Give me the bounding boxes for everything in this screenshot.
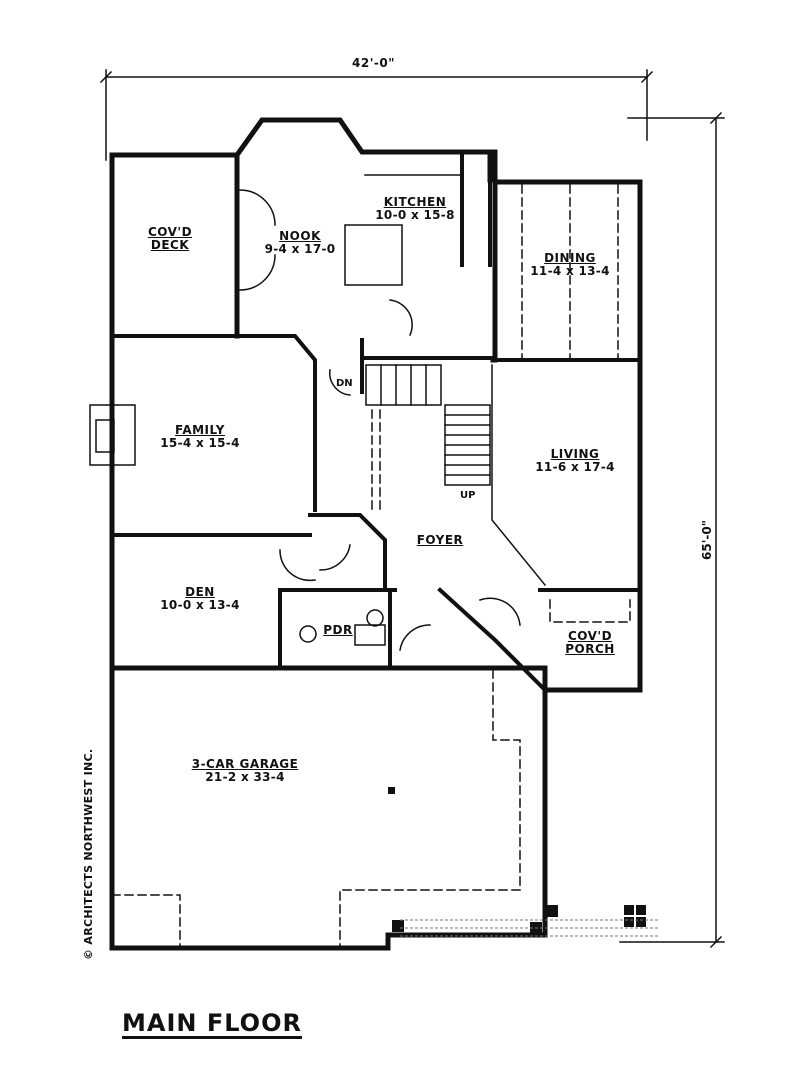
room-name: DINING <box>544 251 596 265</box>
depth-dimension-line <box>619 111 725 949</box>
room-pdr: PDR <box>318 624 358 637</box>
fixtures-and-stairs <box>89 174 547 646</box>
width-dimension-line <box>99 69 654 161</box>
room-den: DEN 10-0 x 13-4 <box>150 586 250 611</box>
room-dims: 11-6 x 17-4 <box>535 459 615 474</box>
room-name: LIVING <box>550 447 600 461</box>
room-covd-porch: COV'D PORCH <box>555 630 625 655</box>
drawing-title: MAIN FLOOR <box>122 1009 302 1039</box>
room-name: FOYER <box>416 533 464 547</box>
room-name: 3-CAR GARAGE <box>191 757 299 771</box>
porch-posts <box>388 787 646 934</box>
room-name: DEN <box>185 585 215 599</box>
room-garage: 3-CAR GARAGE 21-2 x 33-4 <box>175 758 315 783</box>
room-name: KITCHEN <box>383 195 447 209</box>
overall-depth-label: 65'-0" <box>700 520 714 560</box>
room-nook: NOOK 9-4 x 17-0 <box>255 230 345 255</box>
room-kitchen: KITCHEN 10-0 x 15-8 <box>370 196 460 221</box>
room-dims: 15-4 x 15-4 <box>160 435 240 450</box>
stair-down-label: DN <box>336 378 353 389</box>
room-family: FAMILY 15-4 x 15-4 <box>150 424 250 449</box>
room-dining: DINING 11-4 x 13-4 <box>520 252 620 277</box>
copyright-text: © ARCHITECTS NORTHWEST INC. <box>82 748 95 960</box>
room-living: LIVING 11-6 x 17-4 <box>525 448 625 473</box>
room-name: COV'D PORCH <box>565 629 615 656</box>
room-dims: 11-4 x 13-4 <box>530 263 610 278</box>
room-name: NOOK <box>279 229 321 243</box>
room-covd-deck: COV'D DECK <box>135 226 205 251</box>
room-dims: 10-0 x 15-8 <box>375 207 455 222</box>
door-swings <box>239 189 521 651</box>
room-name: FAMILY <box>175 423 225 437</box>
room-foyer: FOYER <box>410 534 470 547</box>
room-dims: 21-2 x 33-4 <box>205 769 285 784</box>
interior-walls <box>110 150 642 693</box>
room-dims: 9-4 x 17-0 <box>264 241 336 256</box>
stair-up-label: UP <box>460 490 476 501</box>
room-name: COV'D DECK <box>147 225 193 252</box>
trellis <box>400 919 660 937</box>
room-name: PDR <box>323 623 353 637</box>
room-dims: 10-0 x 13-4 <box>160 597 240 612</box>
overall-width-label: 42'-0" <box>352 56 395 70</box>
dashed-lines <box>111 184 631 946</box>
